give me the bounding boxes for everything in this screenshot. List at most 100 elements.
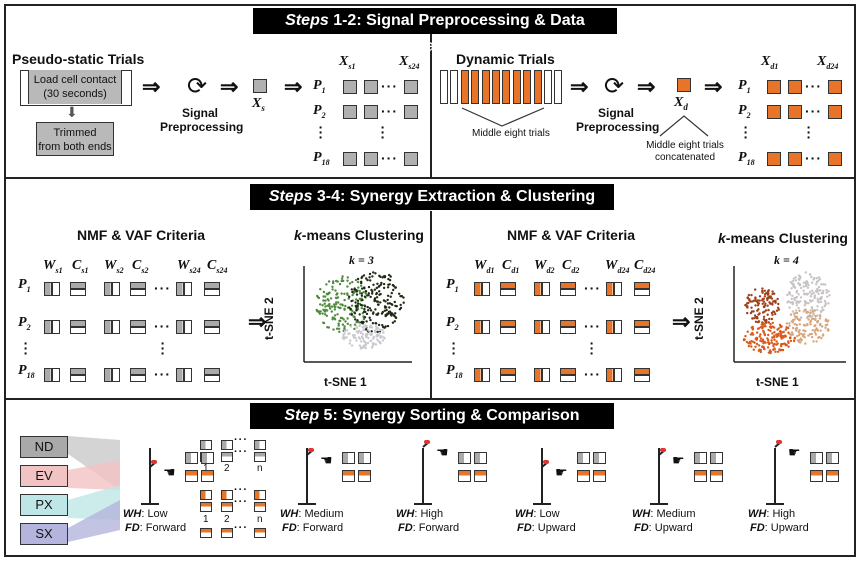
tsne-point — [337, 322, 340, 325]
tsne-point — [323, 302, 326, 305]
tsne-point — [783, 342, 786, 345]
tsne-point — [787, 326, 790, 330]
index-label: 2 — [224, 463, 230, 474]
tsne-point — [381, 339, 385, 342]
tsne-point — [376, 300, 380, 303]
tsne-point — [351, 290, 354, 294]
hand-icon: ☚ — [163, 464, 176, 480]
tool-base — [414, 503, 432, 505]
tsne-point — [759, 326, 762, 329]
tsne-point — [777, 334, 780, 337]
tsne-point — [807, 302, 810, 305]
tsne-point — [360, 292, 363, 295]
tsne-point — [820, 292, 823, 295]
tsne-point — [341, 316, 344, 320]
nmf-vaf-left-title: NMF & VAF Criteria — [77, 227, 206, 243]
tsne1-label-right: t-SNE 1 — [756, 375, 799, 389]
tsne-point — [754, 320, 758, 323]
tsne-point — [333, 308, 337, 311]
tsne-point — [356, 277, 360, 281]
tsne-point — [789, 339, 793, 343]
figure-frame — [4, 4, 856, 557]
tsne-point — [809, 295, 812, 298]
tsne-point — [337, 306, 340, 309]
step5-banner: Step 5: Synergy Sorting & Comparison — [250, 403, 614, 429]
tsne-point — [752, 299, 756, 302]
tsne-point — [770, 341, 774, 344]
tsne-point — [369, 333, 372, 337]
mini-synergy-box — [201, 452, 214, 464]
tsne-point — [341, 275, 344, 278]
tsne-point — [793, 315, 797, 318]
p2-label: P2 — [738, 103, 751, 120]
cd24-label: Cd24 — [634, 258, 656, 275]
tsne1-label-left: t-SNE 1 — [324, 375, 367, 389]
tsne-point — [787, 331, 790, 334]
p2-label: P2 — [446, 315, 459, 332]
synergy-weight-box — [176, 368, 192, 382]
ellipsis: ··· — [154, 318, 171, 334]
tsne-point — [377, 323, 381, 327]
tsne-point — [779, 344, 783, 348]
tsne-point — [378, 290, 381, 293]
tsne-point — [784, 344, 788, 347]
vertical-ellipsis: ··· — [806, 119, 812, 145]
tsne-point — [760, 323, 763, 326]
tsne-point — [762, 340, 765, 343]
tsne-point — [324, 305, 327, 308]
tsne-point — [325, 314, 328, 317]
mini-synergy-box — [185, 452, 198, 464]
mini-synergy-box — [200, 440, 212, 450]
tsne-point — [750, 310, 754, 313]
tsne-point — [797, 334, 801, 337]
tsne-point — [813, 277, 816, 280]
fd-label: FD: Forward — [282, 522, 344, 534]
tsne-point — [395, 305, 398, 308]
vertical-ellipsis: ··· — [380, 119, 386, 145]
tsne-point — [393, 300, 396, 304]
tsne-point — [822, 289, 825, 293]
tsne-point — [788, 336, 792, 340]
tsne-point — [394, 312, 397, 315]
tsne-point — [343, 292, 346, 295]
mini-synergy-box — [710, 452, 723, 464]
tsne-point — [358, 289, 361, 293]
tsne-point — [816, 297, 819, 300]
tsne-point — [321, 312, 324, 315]
tsne-point — [791, 310, 795, 313]
tsne-point — [821, 306, 824, 309]
tsne-point — [794, 327, 797, 331]
tsne-point — [818, 278, 822, 281]
dynamic-trial-bar — [523, 70, 532, 104]
tsne-point — [775, 309, 779, 312]
tsne-point — [815, 327, 818, 330]
hand-icon: ☛ — [555, 464, 568, 480]
mini-synergy-box — [593, 452, 606, 464]
tsne-point — [354, 278, 358, 282]
tsne-point — [768, 317, 771, 321]
tsne-point — [329, 307, 332, 310]
right-arrow-icon: ⇒ — [637, 74, 656, 99]
tsne-point — [756, 309, 759, 312]
tsne-point — [798, 323, 801, 326]
tsne-point — [351, 293, 354, 297]
tsne-point — [364, 292, 367, 295]
dynamic-trial-bar — [544, 70, 552, 104]
synergy-weight-box — [534, 368, 550, 382]
tsne-point — [382, 331, 385, 334]
tsne-point — [375, 322, 378, 325]
right-arrow-icon: ⇒ — [284, 74, 303, 99]
synergy-weight-box — [474, 282, 490, 296]
tsne-point — [788, 291, 791, 294]
tsne-point — [769, 329, 772, 333]
tsne-point — [383, 305, 387, 308]
middle-eight-brace — [461, 107, 545, 127]
tsne-point — [378, 293, 381, 296]
tsne-point — [758, 348, 761, 351]
tsne-point — [356, 280, 360, 284]
tsne-point — [816, 287, 819, 291]
tsne-point — [371, 322, 375, 325]
tsne-point — [773, 348, 776, 351]
tsne-point — [799, 341, 802, 344]
tsne-point — [756, 331, 759, 334]
